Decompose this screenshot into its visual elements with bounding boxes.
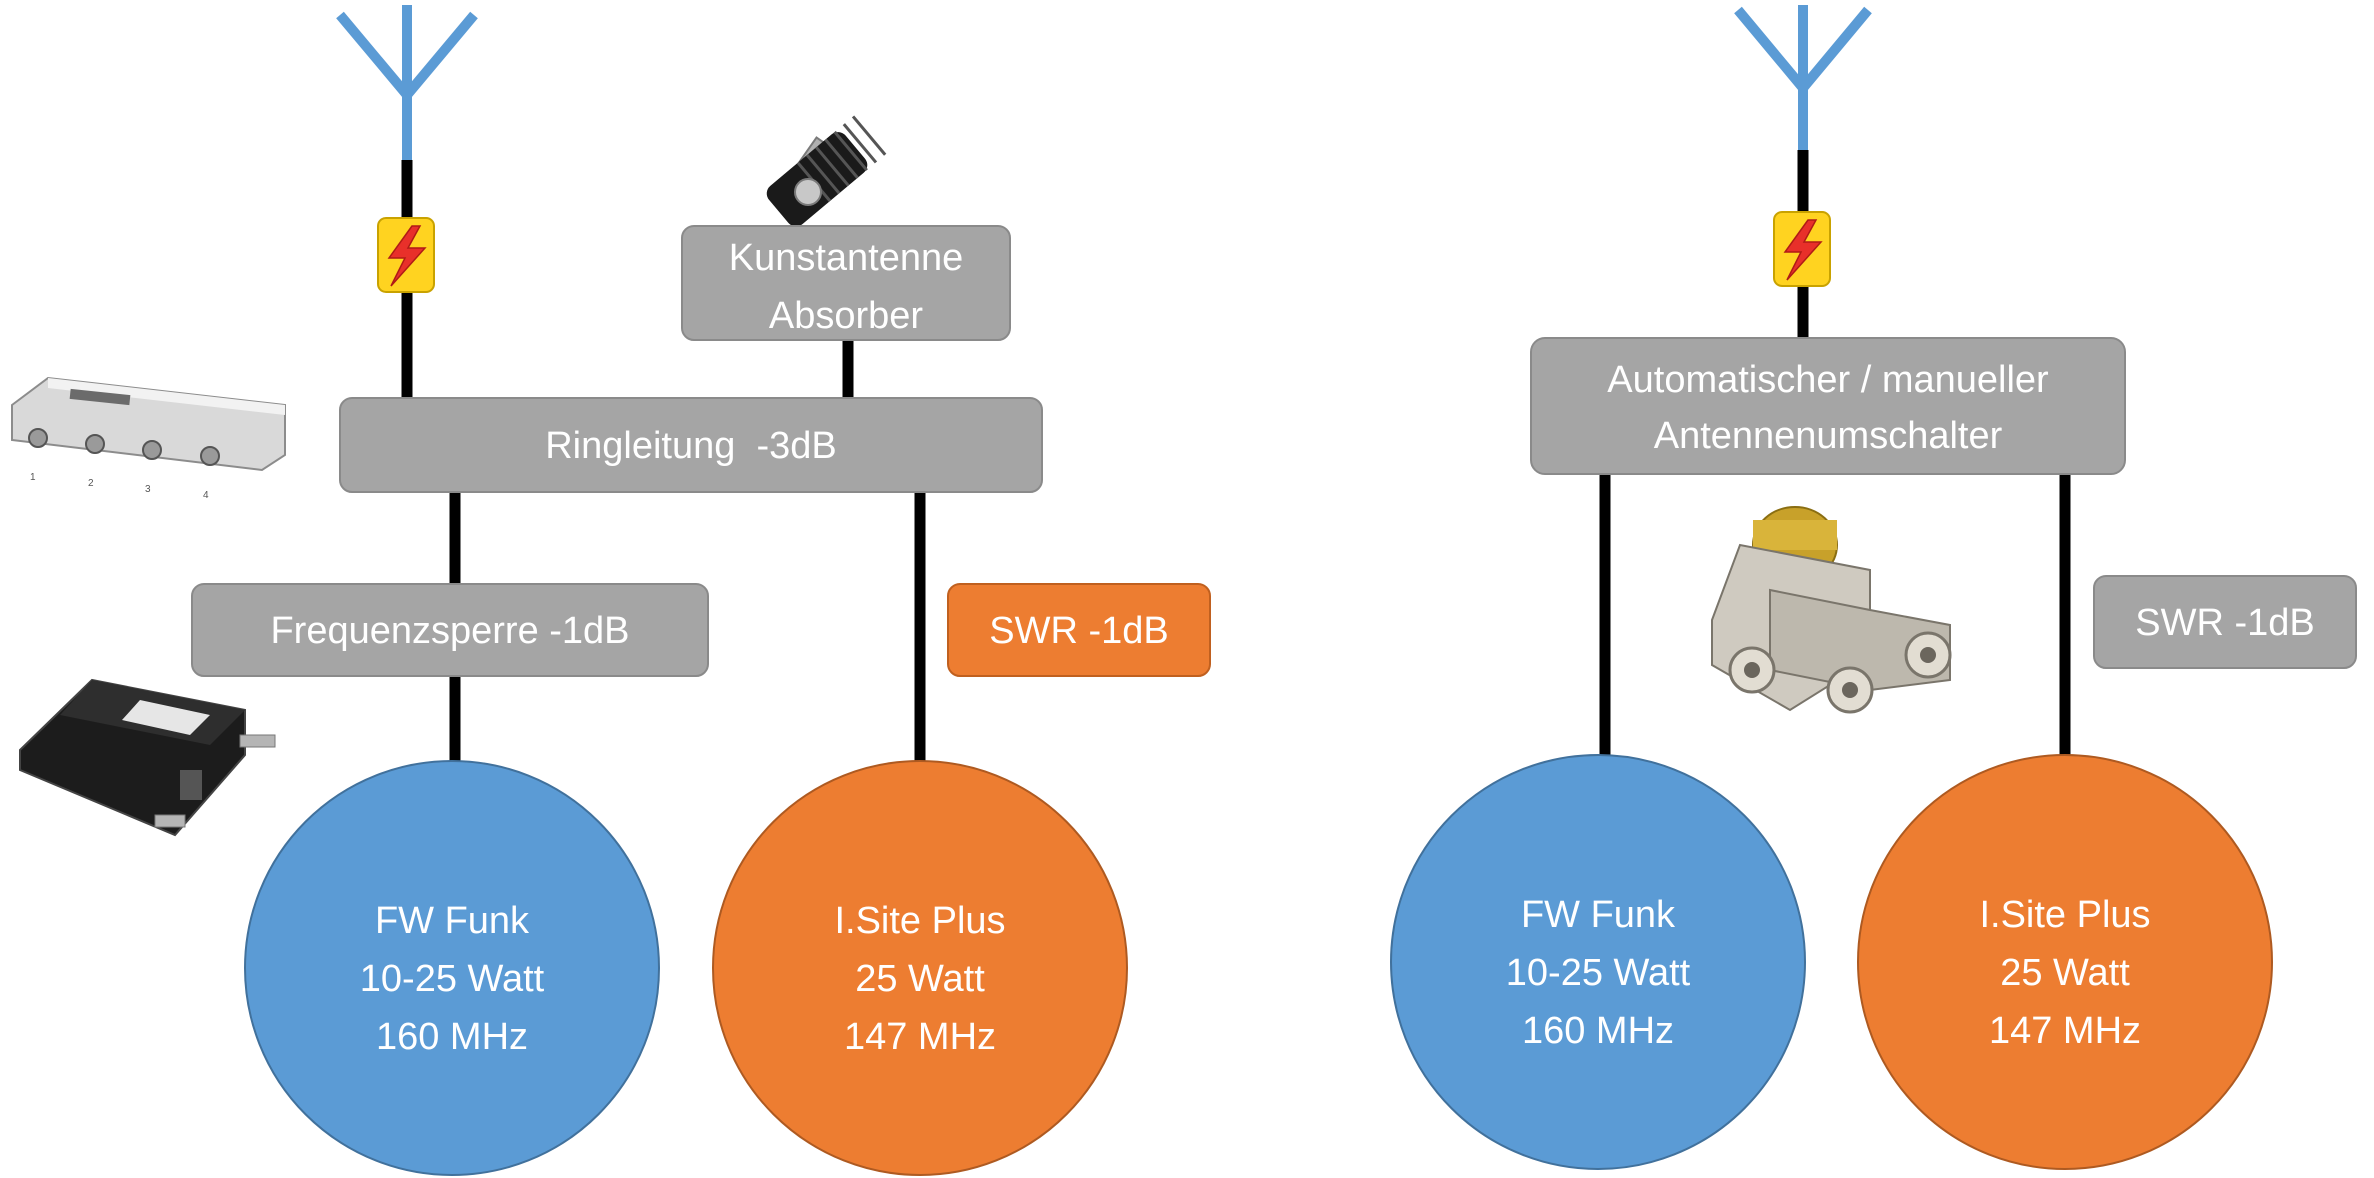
left-diagram: Kunstantenne Absorber 1 2 3 4 Ringleitun… (11, 5, 1211, 1176)
swr-label-right: SWR -1dB (2135, 602, 2314, 644)
radio-fw-frequency-right: 160 MHz (1522, 1010, 1674, 1052)
antenna-switch-label-line2: Antennenumschalter (1654, 415, 2003, 457)
swr-box-left: SWR -1dB (947, 583, 1211, 677)
frequency-blocker-box: Frequenzsperre -1dB (191, 583, 709, 677)
ring-coupler-photo: 1 2 3 4 (11, 376, 286, 501)
dummy-load-box: Kunstantenne Absorber (681, 225, 1011, 341)
swr-label-left: SWR -1dB (989, 610, 1168, 652)
dummy-load-label-line2: Absorber (769, 295, 924, 337)
radio-fw-name-left: FW Funk (375, 900, 530, 942)
radio-fw-circle-left: FW Funk 10-25 Watt 160 MHz (244, 760, 660, 1176)
antenna-switch-label-line1: Automatischer / manueller (1607, 359, 2049, 401)
ring-coupler-box: Ringleitung -3dB (339, 397, 1043, 493)
radio-fw-name-right: FW Funk (1521, 894, 1676, 936)
radio-isite-name-left: I.Site Plus (834, 900, 1005, 942)
radio-isite-name-right: I.Site Plus (1979, 894, 2150, 936)
dummy-load-photo (766, 115, 887, 227)
radio-fw-power-right: 10-25 Watt (1506, 952, 1691, 994)
radio-fw-frequency-left: 160 MHz (376, 1016, 528, 1058)
radio-fw-power-left: 10-25 Watt (360, 958, 545, 1000)
frequency-blocker-label: Frequenzsperre -1dB (270, 610, 629, 652)
svg-text:1: 1 (30, 472, 36, 483)
radio-isite-power-right: 25 Watt (2000, 952, 2130, 994)
dummy-load-label-line1: Kunstantenne (729, 237, 964, 279)
antenna-icon (336, 5, 478, 160)
radio-fw-circle-right: FW Funk 10-25 Watt 160 MHz (1390, 754, 1806, 1170)
antenna-icon (1734, 5, 1872, 150)
radio-isite-circle-right: I.Site Plus 25 Watt 147 MHz (1857, 754, 2273, 1170)
radio-isite-circle-left: I.Site Plus 25 Watt 147 MHz (712, 760, 1128, 1176)
svg-text:3: 3 (145, 484, 151, 495)
radio-isite-power-left: 25 Watt (855, 958, 985, 1000)
lightning-arrester-icon (377, 217, 435, 293)
coax-switch-photo (1711, 506, 1952, 714)
svg-text:2: 2 (88, 478, 94, 489)
lightning-arrester-icon (1773, 211, 1831, 287)
svg-text:4: 4 (203, 490, 209, 501)
right-diagram: Automatischer / manueller Antennenumscha… (1390, 5, 2357, 1170)
radio-isite-frequency-right: 147 MHz (1989, 1010, 2141, 1052)
cavity-filter-photo (19, 678, 276, 837)
swr-box-right: SWR -1dB (2093, 575, 2357, 669)
radio-isite-frequency-left: 147 MHz (844, 1016, 996, 1058)
antenna-switch-box: Automatischer / manueller Antennenumscha… (1530, 337, 2126, 475)
ring-coupler-label: Ringleitung -3dB (545, 425, 837, 467)
